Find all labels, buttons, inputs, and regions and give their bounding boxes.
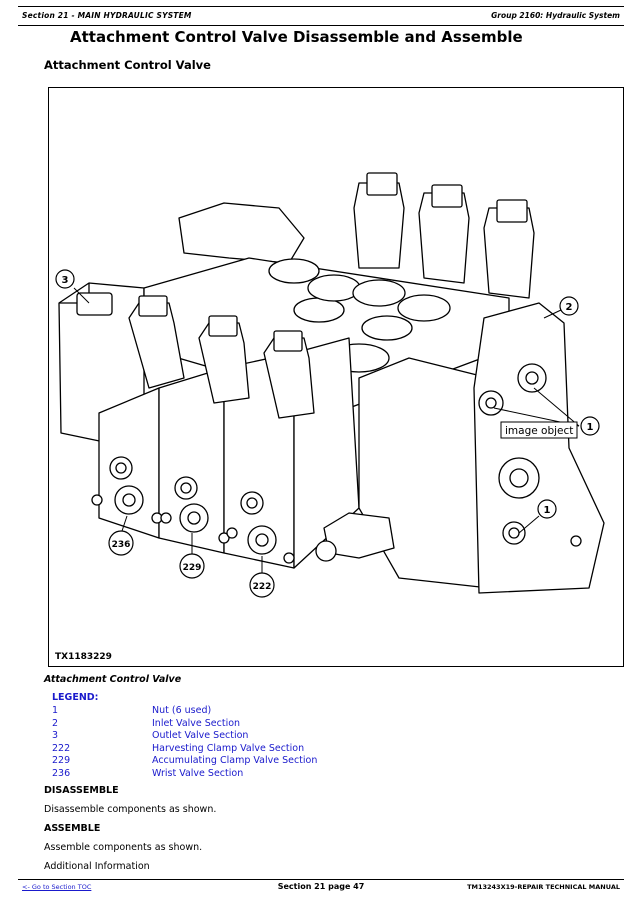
- callout-236: 236: [108, 530, 134, 556]
- svg-text:236: 236: [112, 540, 131, 550]
- disassemble-text: Disassemble components as shown.: [44, 804, 217, 815]
- section-toc-link[interactable]: <- Go to Section TOC: [22, 883, 92, 891]
- svg-text:1: 1: [544, 505, 551, 516]
- group-label: Group 2160: Hydraulic System: [491, 11, 620, 20]
- assemble-heading: ASSEMBLE: [44, 823, 101, 834]
- callout-229: 229: [179, 553, 205, 579]
- page-footer: <- Go to Section TOC Section 21 page 47 …: [18, 879, 624, 896]
- additional-information: Additional Information: [44, 861, 150, 872]
- disassemble-heading: DISASSEMBLE: [44, 785, 119, 796]
- page-number: Section 21 page 47: [277, 882, 365, 891]
- svg-text:3: 3: [62, 275, 69, 286]
- image-object-tooltip: image object: [500, 421, 578, 439]
- callout-1-upper: 1: [580, 416, 600, 436]
- svg-text:1: 1: [587, 422, 594, 433]
- figure-id: TX1183229: [55, 652, 112, 662]
- assemble-text: Assemble components as shown.: [44, 842, 203, 853]
- manual-id: TM13243X19-REPAIR TECHNICAL MANUAL: [467, 883, 620, 891]
- page-title: Attachment Control Valve Disassemble and…: [70, 28, 523, 46]
- callout-2: 2: [559, 296, 579, 316]
- page-header: Section 21 - MAIN HYDRAULIC SYSTEM Group…: [18, 6, 624, 26]
- svg-text:2: 2: [566, 302, 573, 313]
- valve-drawing: 3 2 1 1 236 229 222 image object: [55, 172, 605, 598]
- section-label: Section 21 - MAIN HYDRAULIC SYSTEM: [22, 11, 192, 20]
- svg-text:229: 229: [183, 563, 202, 573]
- svg-text:222: 222: [253, 582, 272, 592]
- legend-title: LEGEND:: [52, 692, 99, 703]
- valve-illustration: 3 2 1 1 236 229 222 image object TX11832…: [48, 87, 624, 667]
- callout-3: 3: [55, 269, 75, 289]
- callout-1-lower: 1: [537, 499, 557, 519]
- svg-text:image object: image object: [505, 425, 573, 437]
- figure-caption: Attachment Control Valve: [44, 674, 182, 685]
- figure-subtitle: Attachment Control Valve: [44, 58, 211, 72]
- callout-222: 222: [249, 572, 275, 598]
